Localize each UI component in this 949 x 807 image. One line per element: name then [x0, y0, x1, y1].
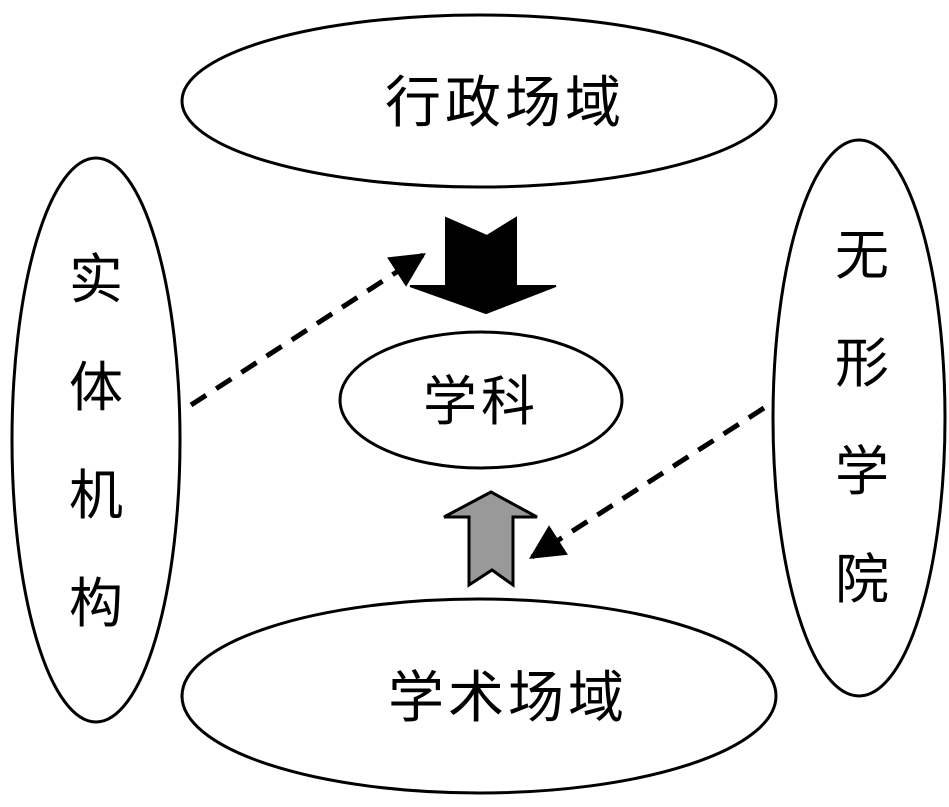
arrow-academic-to-discipline	[443, 490, 538, 588]
node-academic-field-label: 学术场域	[388, 666, 628, 731]
node-discipline-label: 学科	[423, 370, 539, 433]
node-admin-field: 行政场域	[180, 13, 778, 189]
dashed-arrow-physical-to-admin	[189, 252, 426, 408]
node-physical-org-label: 实体机构	[69, 248, 123, 635]
dashed-arrow-invisible-to-academic	[529, 405, 766, 560]
node-discipline: 学科	[338, 330, 624, 470]
node-physical-org: 实体机构	[10, 156, 182, 724]
node-academic-field: 学术场域	[180, 597, 778, 795]
node-admin-field-label: 行政场域	[385, 71, 625, 136]
node-invisible-college-label: 无形学院	[835, 224, 889, 611]
node-invisible-college: 无形学院	[771, 138, 947, 698]
arrow-admin-to-discipline	[409, 216, 557, 315]
